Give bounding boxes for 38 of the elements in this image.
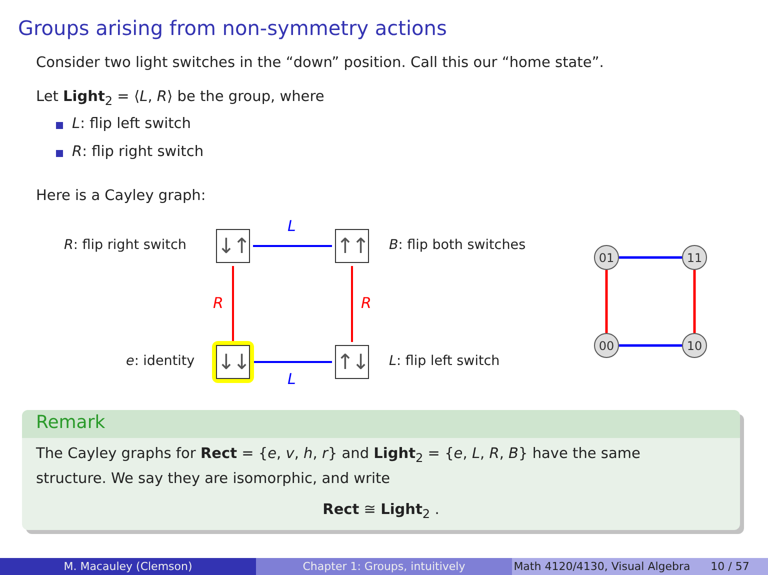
footer-bar: Chapter 1: Groups, intuitively bbox=[256, 558, 512, 575]
text-line: Let Light$_{2}$ = ⟨L, R⟩ be the group, where bbox=[36, 89, 324, 108]
remark-text: The Cayley graphs for Rect = {e, v, h, r} and Light$_{2}$ = {e, L, R, B} have the same structure. We say they are isomorphic, and write bbox=[36, 445, 642, 489]
edge-label: R bbox=[213, 294, 224, 312]
footer-bar: Math 4120/4130, Visual Algebra bbox=[512, 558, 692, 575]
node-caption: B: flip both switches bbox=[389, 237, 526, 253]
switch-box: ↑↑ bbox=[335, 229, 369, 263]
vertex-circle: 11 bbox=[682, 245, 707, 270]
edge-label: L bbox=[288, 217, 296, 235]
vertex-circle: 00 bbox=[594, 333, 619, 358]
block-title: Remark bbox=[36, 412, 106, 433]
formula: Rect ≅ Light$_{2}$ . bbox=[322, 502, 440, 521]
text-line: Consider two light switches in the “down” position. Call this our “home state”. bbox=[36, 55, 604, 71]
edge-label: L bbox=[288, 370, 296, 388]
graph-edge bbox=[693, 270, 696, 333]
graph-edge bbox=[619, 256, 682, 259]
node-caption: L: flip left switch bbox=[389, 353, 500, 369]
switch-box: ↑↓ bbox=[335, 345, 369, 379]
vertex-circle: 10 bbox=[682, 333, 707, 358]
switch-box: ↓↑ bbox=[216, 229, 250, 263]
footer-bar: M. Macauley (Clemson) bbox=[0, 558, 256, 575]
text-line: L: flip left switch bbox=[72, 116, 191, 132]
graph-edge bbox=[253, 361, 332, 363]
node-caption: e: identity bbox=[126, 353, 195, 369]
graph-edge bbox=[619, 344, 682, 347]
graph-edge bbox=[351, 266, 353, 342]
remark-block bbox=[22, 410, 740, 530]
graph-edge bbox=[605, 270, 608, 333]
slide-title: Groups arising from non-symmetry actions bbox=[18, 16, 447, 40]
edge-label: R bbox=[361, 294, 372, 312]
vertex-circle: 01 bbox=[594, 245, 619, 270]
node-caption: R: flip right switch bbox=[64, 237, 186, 253]
graph-edge bbox=[232, 266, 234, 342]
graph-edge bbox=[253, 245, 332, 247]
text-line: Here is a Cayley graph: bbox=[36, 188, 206, 204]
text-line: R: flip right switch bbox=[72, 144, 204, 160]
switch-box: ↓↓ bbox=[216, 345, 250, 379]
footer-bar: 10 / 57 bbox=[692, 558, 768, 575]
